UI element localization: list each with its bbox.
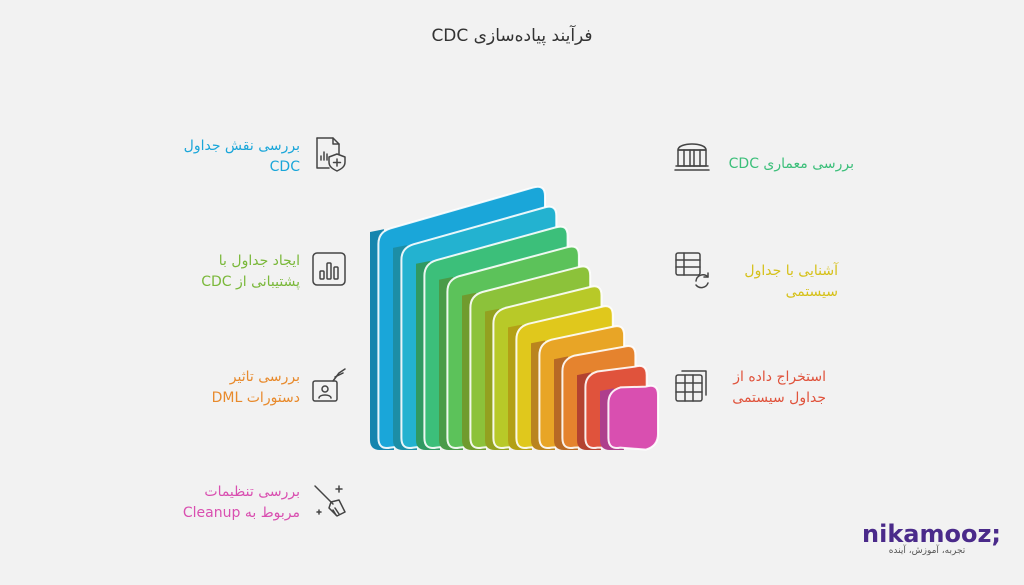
step-label-line2: سیستمی [785, 284, 838, 300]
step-cleanup-settings: بررسی تنظیمات مربوط به Cleanup [160, 482, 300, 524]
step-cdc-table-role: بررسی نقش جداول CDC [176, 136, 300, 178]
brand-logo: nikamooz; تجربه، آموزش، آینده [862, 520, 1012, 570]
step-label-line2: مربوط به Cleanup [182, 505, 300, 521]
step-label-line2: پشتیبانی از CDC [201, 274, 300, 290]
step-label-line1: آشنایی با جداول [744, 263, 838, 279]
table-refresh-icon [672, 249, 712, 289]
step-extract-system-data: استخراج داده از جداول سیستمی [724, 367, 826, 409]
broom-sparkle-icon [309, 480, 349, 520]
step-label-line2: جداول سیستمی [732, 390, 826, 406]
step-label-line1: بررسی تاثیر [229, 369, 300, 385]
document-shield-icon [309, 134, 349, 174]
brand-tagline: تجربه، آموزش، آینده [888, 546, 966, 556]
step-label-line1: ایجاد جداول با [218, 253, 300, 269]
id-card-hand-icon [309, 365, 349, 405]
building-columns-icon [672, 134, 712, 174]
layer-front [607, 384, 659, 451]
step-label-line1: بررسی نقش جداول [183, 138, 300, 154]
layer-11 [600, 384, 659, 451]
step-label-line1: بررسی معماری CDC [728, 156, 854, 172]
step-system-tables: آشنایی با جداول سیستمی [724, 261, 838, 303]
step-label-line2: دستورات DML [211, 390, 300, 406]
step-create-cdc-tables: ایجاد جداول با پشتیبانی از CDC [176, 251, 300, 293]
bar-chart-icon [309, 249, 349, 289]
page-title: فرآیند پیاده‌سازی CDC [431, 26, 593, 46]
brand-name: nikamooz; [862, 520, 1002, 548]
step-dml-impact: بررسی تاثیر دستورات DML [176, 367, 300, 409]
step-cdc-architecture: بررسی معماری CDC [724, 154, 854, 175]
step-label-line1: بررسی تنظیمات [204, 484, 300, 500]
table-stack-icon [672, 365, 712, 405]
step-label-line1: استخراج داده از [733, 369, 826, 385]
step-label-line2: CDC [269, 159, 300, 175]
